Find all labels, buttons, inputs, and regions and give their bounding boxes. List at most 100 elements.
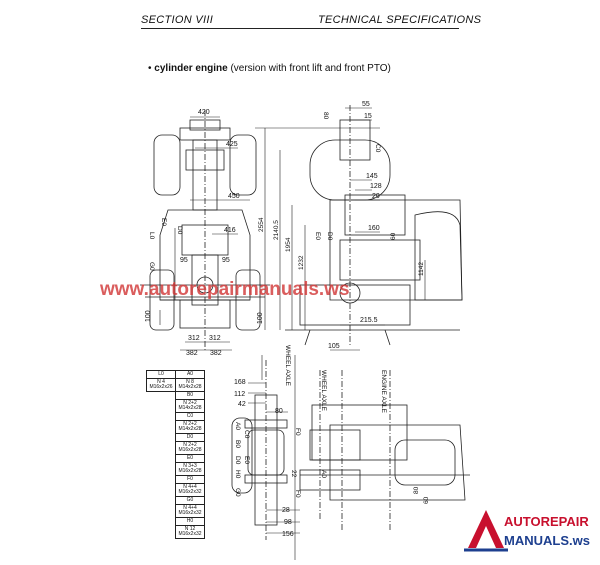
axis-label-engine: ENGINE AXLE — [380, 370, 387, 414]
table-cell — [147, 455, 176, 463]
dim-1232: 1232 — [298, 255, 305, 270]
dim-156: 156 — [282, 531, 294, 538]
section-header: SECTION VIII — [141, 14, 214, 26]
dim-80-rear: 80 — [413, 486, 420, 494]
table-cell: B0 — [175, 391, 205, 400]
code-b0: B0 — [234, 440, 241, 448]
dim-450: 450 — [228, 193, 240, 200]
dim-98: 98 — [284, 519, 292, 526]
shaft-drawing — [231, 360, 288, 540]
table-cell — [147, 526, 176, 539]
rear-lower-drawing — [299, 370, 470, 530]
dim-80-top: 80 — [322, 112, 329, 120]
table-row: F0 — [147, 475, 205, 484]
table-cell — [147, 463, 176, 476]
code-g0: G0 — [148, 262, 155, 271]
table-cell: L0 — [146, 370, 176, 379]
table-cell — [147, 442, 176, 455]
dim-42: 42 — [238, 401, 246, 408]
code-e0-side: E0 — [314, 232, 321, 240]
logo-line1: AUTOREPAIR — [504, 514, 589, 529]
dim-145: 145 — [366, 173, 378, 180]
table-row: H0 — [147, 517, 205, 526]
dim-60-rear: 60 — [423, 496, 430, 504]
table-cell: A0 — [175, 370, 205, 379]
code-c0-shaft: C0 — [243, 430, 250, 439]
dim-215-5: 215.5 — [360, 317, 378, 324]
page-title: TECHNICAL SPECIFICATIONS — [318, 14, 482, 26]
header-rule — [141, 28, 459, 29]
table-row: C0 — [147, 412, 205, 421]
dim-80-shaft: 80 — [275, 408, 283, 415]
table-cell — [147, 434, 176, 442]
table-cell — [147, 400, 176, 413]
dim-168: 168 — [234, 379, 246, 386]
dim-100-right: 100 — [257, 312, 264, 324]
dim-60-side: 60 — [390, 232, 397, 240]
subtitle-rest: (version with front lift and front PTO) — [230, 63, 391, 74]
front-view-drawing — [140, 110, 270, 350]
dim-382-right: 382 — [210, 350, 222, 357]
dim-312-right: 312 — [209, 335, 221, 342]
side-view-drawing — [285, 105, 463, 346]
dim-112: 112 — [234, 391, 245, 398]
code-a0-rear: A0 — [320, 470, 327, 478]
code-d0-left: D0 — [176, 226, 183, 235]
table-cell — [147, 476, 176, 484]
dim-382-left: 382 — [186, 350, 198, 357]
dim-425: 425 — [226, 141, 238, 148]
dim-20: 20 — [372, 193, 380, 200]
dim-15: 15 — [364, 113, 372, 120]
dim-160: 160 — [368, 225, 380, 232]
table-cell: G0 — [175, 496, 205, 505]
dim-22: 22 — [290, 470, 297, 478]
logo-emblem-icon — [464, 510, 508, 552]
dim-128: 128 — [370, 183, 382, 190]
code-e0-shaft: E0 — [243, 456, 250, 464]
table-cell — [147, 392, 176, 400]
code-a0-shaft: A0 — [234, 422, 241, 430]
dim-105: 105 — [328, 343, 340, 350]
table-cell — [147, 518, 176, 526]
dim-95-right: 95 — [222, 257, 230, 264]
code-l0: L0 — [148, 232, 155, 240]
table-cell: E0 — [175, 454, 205, 463]
subtitle-bold: cylinder engine — [154, 63, 228, 74]
watermark-text: www.autorepairmanuals.ws — [99, 279, 350, 300]
table-cell: H0 — [175, 517, 205, 526]
figure-subtitle: • cylinder engine (version with front li… — [148, 63, 391, 74]
table-cell — [147, 497, 176, 505]
code-g0-shaft: G0 — [234, 488, 241, 497]
dim-2554: 2554 — [258, 217, 265, 232]
code-h0-shaft: H0 — [234, 470, 241, 479]
code-f0-bottom: F0 — [294, 490, 301, 498]
dim-2140-5: 2140.5 — [273, 220, 280, 240]
table-cell — [147, 484, 176, 497]
code-d0-side: D0 — [326, 232, 333, 241]
dim-95-left: 95 — [180, 257, 188, 264]
code-e0-left: E0 — [160, 218, 167, 226]
table-cell: C0 — [175, 412, 205, 421]
dim-312-left: 312 — [188, 335, 200, 342]
table-row: E0 — [147, 454, 205, 463]
dim-28: 28 — [282, 507, 290, 514]
